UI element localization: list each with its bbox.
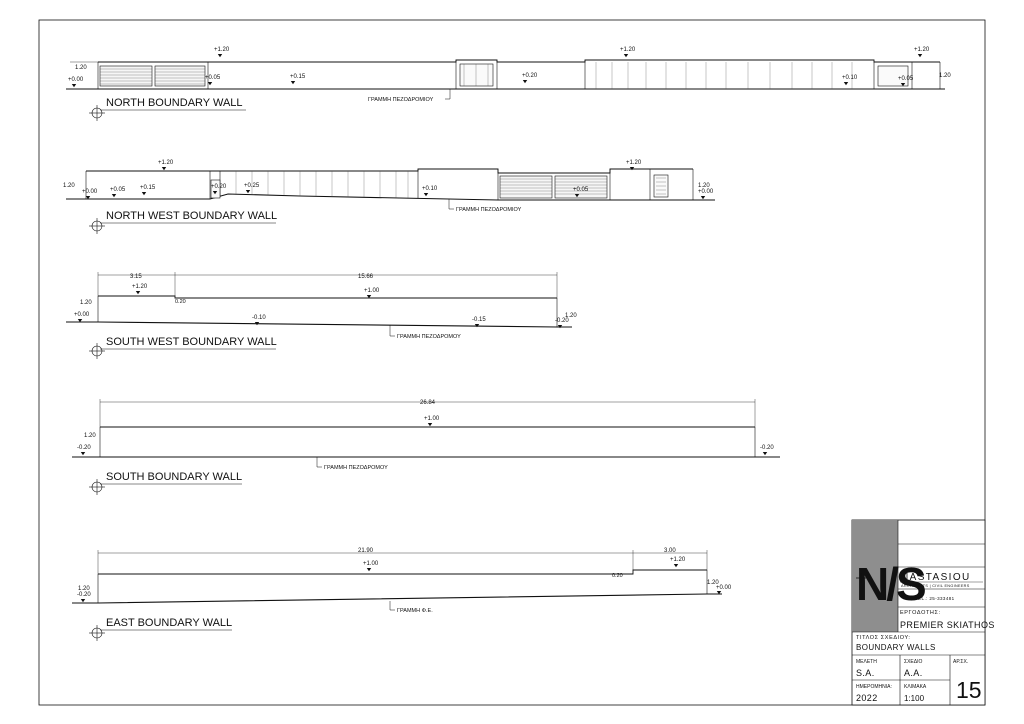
south-level-2: -0.20 bbox=[760, 445, 774, 451]
north-level-4: +0.05 bbox=[205, 75, 221, 81]
south-level-1: -0.20 bbox=[77, 445, 91, 451]
date-label: ΗΜΕΡΟΜΗΝΙΑ: bbox=[856, 684, 892, 690]
north-west-level-7: +0.10 bbox=[422, 186, 438, 192]
north-level-0: +1.20 bbox=[214, 47, 230, 53]
south-west-boundary-wall: 3.15 15.66 1.20 +1.20 +1.00 0.20 +0.00 -… bbox=[66, 272, 577, 360]
logo-panel bbox=[852, 520, 898, 632]
south-west-height-left: 1.20 bbox=[80, 300, 92, 306]
firm-name: NASTASIOU bbox=[901, 572, 971, 583]
firm-logo: N/S bbox=[856, 558, 928, 610]
north-west-level-3: +0.05 bbox=[110, 187, 126, 193]
south-west-dim-0: 3.15 bbox=[130, 274, 142, 280]
south-west-sidewalk-label: ΓΡΑΜΜΗ ΠΕΖΟΔΡΟΜΟΥ bbox=[397, 334, 461, 340]
north-west-sidewalk-label: ΓΡΑΜΜΗ ΠΕΖΟΔΡΟΜΙΟΥ bbox=[456, 207, 522, 213]
east-boundary-wall: 21.90 3.00 +1.00 +1.20 0.20 1.20 -0.20 1… bbox=[72, 548, 732, 642]
north-west-level-8: +0.05 bbox=[573, 187, 589, 193]
date-value: 2022 bbox=[856, 693, 878, 703]
drawn-label: ΣΧΕΔΙΟ bbox=[904, 659, 922, 665]
firm-subtitle: ARCHITECTS | CIVIL ENGINEERS bbox=[901, 584, 970, 588]
east-level-1: +1.20 bbox=[670, 557, 686, 563]
south-west-level-2: +0.00 bbox=[74, 312, 90, 318]
north-west-height-left: 1.20 bbox=[63, 183, 75, 189]
south-height-left: 1.20 bbox=[84, 433, 96, 439]
north-west-boundary-wall: 1.20 +1.20 +1.20 +0.00 +0.05 +0.15 +0.20… bbox=[63, 160, 715, 235]
firm-tel: TEL.: 25-333481 bbox=[915, 596, 955, 601]
south-dim-0: 26.84 bbox=[420, 400, 436, 406]
scale-value: 1:100 bbox=[904, 694, 925, 703]
south-west-height-right: 1.20 bbox=[565, 313, 577, 319]
drawing-title-label: ΤΙΤΛΟΣ ΣΧΕΔΙΟΥ: bbox=[856, 635, 911, 641]
title-block: N/S NASTASIOU ARCHITECTS | CIVIL ENGINEE… bbox=[851, 519, 995, 706]
south-west-ground-line bbox=[66, 321, 572, 328]
north-title: NORTH BOUNDARY WALL bbox=[106, 97, 243, 109]
north-level-1: +1.20 bbox=[620, 47, 636, 53]
north-west-wall-top bbox=[86, 168, 693, 174]
study-label: ΜΕΛΕΤΗ bbox=[856, 659, 877, 665]
client-name: PREMIER SKIATHOS bbox=[900, 620, 995, 630]
logo-letters: N/S bbox=[856, 558, 925, 610]
south-title: SOUTH BOUNDARY WALL bbox=[106, 471, 242, 483]
east-height-right: 1.20 bbox=[707, 580, 719, 586]
east-dim-1: 3.00 bbox=[664, 548, 676, 554]
drawn-value: A.A. bbox=[904, 668, 923, 678]
north-level-7: +0.10 bbox=[842, 75, 858, 81]
north-level-6: +0.20 bbox=[522, 73, 538, 79]
north-west-level-4: +0.15 bbox=[140, 185, 156, 191]
sheet-no-label: ΑΡ.ΣΧ. bbox=[953, 659, 968, 665]
north-level-3: +0.00 bbox=[68, 77, 84, 83]
south-west-level-5: -0.20 bbox=[555, 318, 569, 324]
east-ground-line bbox=[72, 593, 722, 604]
north-west-level-2: +0.00 bbox=[82, 189, 98, 195]
north-west-level-6: +0.25 bbox=[244, 183, 260, 189]
east-title: EAST BOUNDARY WALL bbox=[106, 617, 232, 629]
sheet-border bbox=[38, 19, 986, 706]
north-west-level-1: +1.20 bbox=[626, 160, 642, 166]
north-west-height-right: 1.20 bbox=[698, 183, 710, 189]
drawing-title: BOUNDARY WALLS bbox=[856, 643, 936, 652]
north-level-8: +0.05 bbox=[898, 76, 914, 82]
south-west-level-0: +1.20 bbox=[132, 284, 148, 290]
east-level-3: +0.00 bbox=[716, 585, 732, 591]
south-west-title: SOUTH WEST BOUNDARY WALL bbox=[106, 336, 277, 348]
south-west-level-4: -0.15 bbox=[472, 317, 486, 323]
east-wall-top bbox=[98, 569, 707, 575]
north-west-level-9: +0.00 bbox=[698, 189, 714, 195]
north-wall-top bbox=[98, 59, 940, 63]
north-height-left: 1.20 bbox=[75, 65, 87, 71]
north-level-2: +1.20 bbox=[914, 47, 930, 53]
north-west-ground-line bbox=[66, 193, 715, 201]
east-sidewalk-label: ΓΡΑΜΜΗ Φ.Ε. bbox=[397, 608, 433, 614]
north-boundary-wall: 1.20 +1.20 +1.20 +1.20 +0.00 +0.05 +0.15… bbox=[66, 47, 951, 122]
scale-label: ΚΛΙΜΑΚΑ bbox=[904, 684, 927, 690]
east-level-0: +1.00 bbox=[363, 561, 379, 567]
east-dim-0: 21.90 bbox=[358, 548, 374, 554]
south-west-dim-1: 15.66 bbox=[358, 274, 374, 280]
south-sidewalk-label: ΓΡΑΜΜΗ ΠΕΖΟΔΡΟΜΟΥ bbox=[324, 465, 388, 471]
south-west-level-1: +1.00 bbox=[364, 288, 380, 294]
client-label: ΕΡΓΟΔΟΤΗΣ: bbox=[900, 610, 941, 616]
north-west-level-5: +0.20 bbox=[211, 184, 227, 190]
north-west-level-0: +1.20 bbox=[158, 160, 174, 166]
south-west-step: 0.20 bbox=[175, 299, 186, 305]
east-level-2: -0.20 bbox=[77, 592, 91, 598]
south-level-0: +1.00 bbox=[424, 416, 440, 422]
east-step: 0.20 bbox=[612, 573, 623, 579]
east-height-left: 1.20 bbox=[78, 586, 90, 592]
north-level-5: +0.15 bbox=[290, 74, 306, 80]
sheet-no: 15 bbox=[956, 677, 982, 703]
north-west-title: NORTH WEST BOUNDARY WALL bbox=[106, 210, 277, 222]
study-value: S.A. bbox=[856, 668, 875, 678]
south-boundary-wall: 26.84 1.20 +1.00 -0.20 -0.20 ΓΡΑΜΜΗ ΠΕΖΟ… bbox=[72, 399, 780, 496]
south-west-level-3: -0.10 bbox=[252, 315, 266, 321]
north-sidewalk-label: ΓΡΑΜΜΗ ΠΕΖΟΔΡΟΜΙΟΥ bbox=[368, 97, 434, 103]
south-west-wall-top bbox=[98, 295, 557, 299]
north-height-right: 1.20 bbox=[939, 73, 951, 79]
